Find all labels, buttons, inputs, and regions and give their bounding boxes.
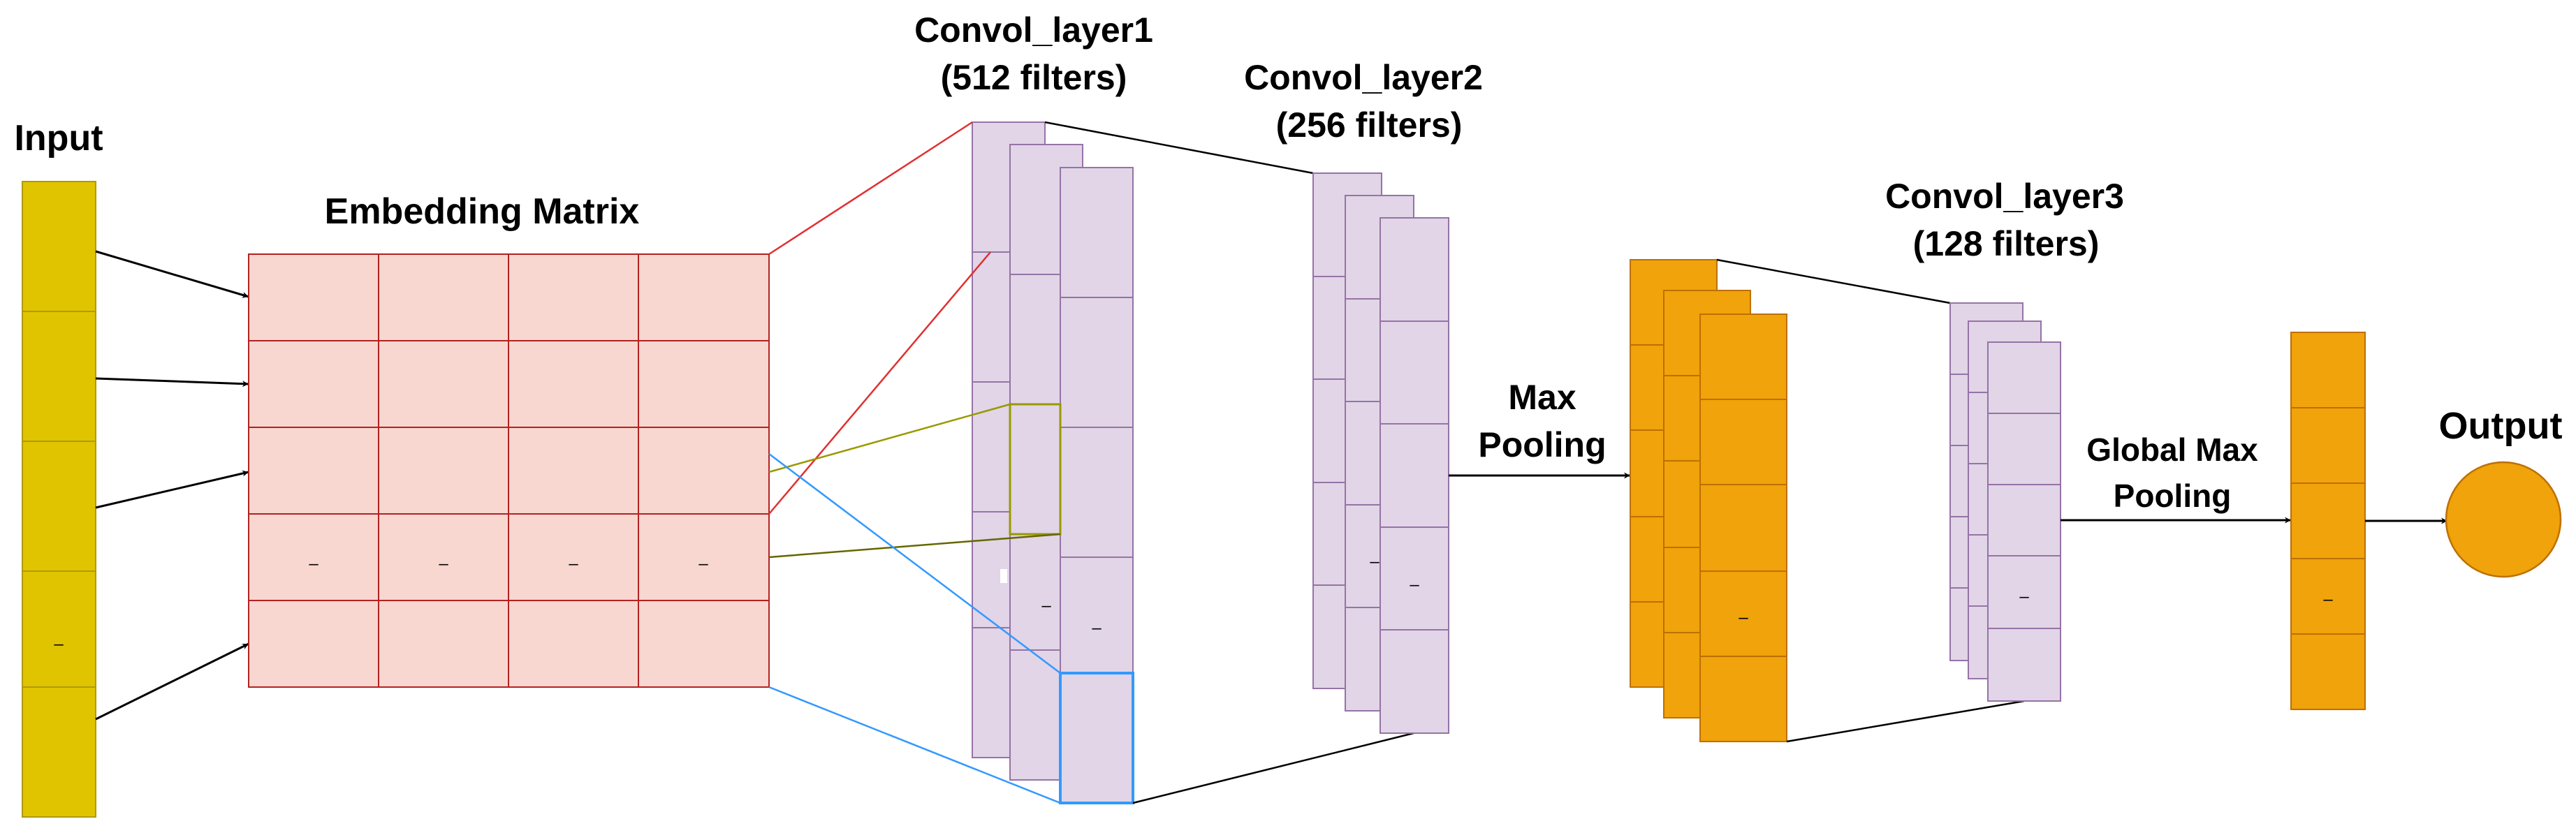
conv3-cell-marker: – (2019, 587, 2029, 606)
conv2-filter-front: – (1380, 217, 1449, 734)
conv3-filter-front: – (1987, 341, 2061, 702)
conv2-name-label: Convol_layer2 (1244, 58, 1483, 97)
conv1-cell-marker: – (1092, 619, 1102, 637)
conv3-filter-stack: – (1949, 302, 2061, 702)
input-label: Input (14, 118, 103, 159)
input-embedding-arrows (95, 250, 249, 721)
conv1-conv2-connections (1044, 121, 1414, 804)
embedding-matrix: – – – – (248, 253, 770, 688)
conv1-filter-front: – (1060, 167, 1134, 804)
output-node (2445, 461, 2562, 578)
embedding-conv1-connections (768, 121, 1061, 804)
global-max-pooling-label-line1: Global Max (2086, 432, 2258, 468)
red-connection (768, 121, 973, 256)
arrow (95, 250, 249, 298)
output-label: Output (2439, 405, 2563, 447)
pooled-conv3-connections (1716, 258, 2025, 743)
pooled-feature-stack: – (1630, 259, 1787, 742)
global-max-pooling-label-line2: Pooling (2114, 478, 2232, 514)
blue-connection (768, 453, 1061, 674)
conv2-cell-marker: – (1410, 575, 1419, 594)
embedding-cell-marker: – (569, 554, 578, 573)
conv1-cell-marker: – (1041, 596, 1051, 615)
conv3-filters-label: (128 filters) (1913, 224, 2100, 263)
conv1-blue-window (1059, 672, 1134, 804)
arrow (95, 642, 249, 721)
input-cell-marker: – (54, 635, 64, 654)
conv2-cell-marker: – (1370, 552, 1380, 571)
pooled-vector-cell-marker: – (2323, 590, 2333, 609)
conv1-name-label: Convol_layer1 (914, 10, 1153, 50)
embedding-cell-marker: – (309, 554, 319, 573)
arrow (95, 377, 249, 388)
embedding-cell-marker: – (698, 554, 708, 573)
max-pooling-label-line1: Max (1508, 378, 1576, 417)
red-connection (768, 251, 991, 515)
pooled-cell-marker: – (1739, 608, 1748, 627)
dark-olive-connection (768, 533, 1061, 559)
conv2-filters-label: (256 filters) (1276, 105, 1463, 145)
pooled-vector: – (2290, 332, 2366, 710)
embedding-cell-marker: – (439, 554, 448, 573)
max-pooling-label-line2: Pooling (1478, 425, 1606, 464)
olive-connection (768, 403, 1011, 473)
conv1-filters-label: (512 filters) (941, 58, 1127, 97)
input-column: – (22, 181, 96, 818)
pooled-map-front: – (1699, 314, 1787, 742)
conv2-filter-stack: – – (1312, 172, 1449, 734)
arrow (95, 470, 249, 509)
blue-connection (768, 686, 1061, 804)
conv1-filter-stack: – – (972, 121, 1134, 804)
input-column-box (22, 181, 96, 818)
conv3-name-label: Convol_layer3 (1885, 177, 2124, 216)
embedding-matrix-label: Embedding Matrix (325, 191, 640, 232)
